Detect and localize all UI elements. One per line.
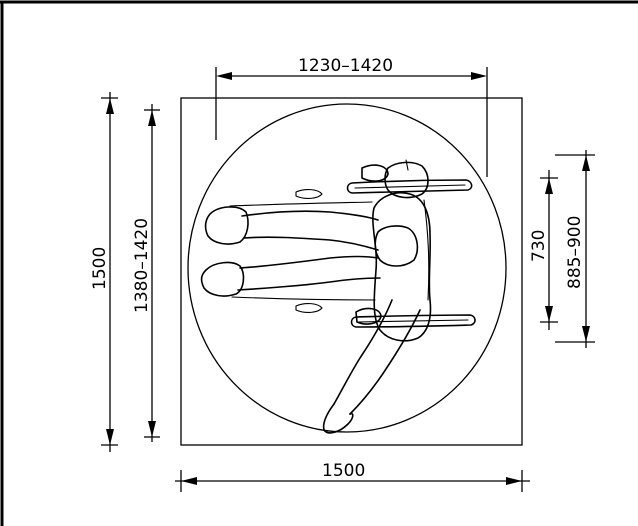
dimension-left-outer-label: 1500: [90, 247, 110, 290]
dimension-left-inner: 1380–1420: [132, 104, 160, 442]
dimension-right-inner: 730: [529, 170, 558, 330]
dimension-right-outer-label: 885–900: [565, 216, 585, 289]
dimension-right-inner-label: 730: [529, 230, 549, 262]
dimension-right-outer: 885–900: [555, 150, 595, 348]
dimension-top: 1230–1420: [215, 56, 488, 177]
dimension-bottom-label: 1500: [322, 461, 365, 481]
wheelchair-user-illustration: [200, 159, 476, 434]
dimension-left-inner-label: 1380–1420: [132, 218, 152, 313]
turning-circle: [187, 103, 507, 433]
dimension-left-outer: 1500: [90, 92, 118, 452]
dimension-bottom: 1500: [175, 461, 530, 492]
dimension-top-label: 1230–1420: [298, 56, 393, 76]
turning-area-square: [180, 97, 523, 446]
